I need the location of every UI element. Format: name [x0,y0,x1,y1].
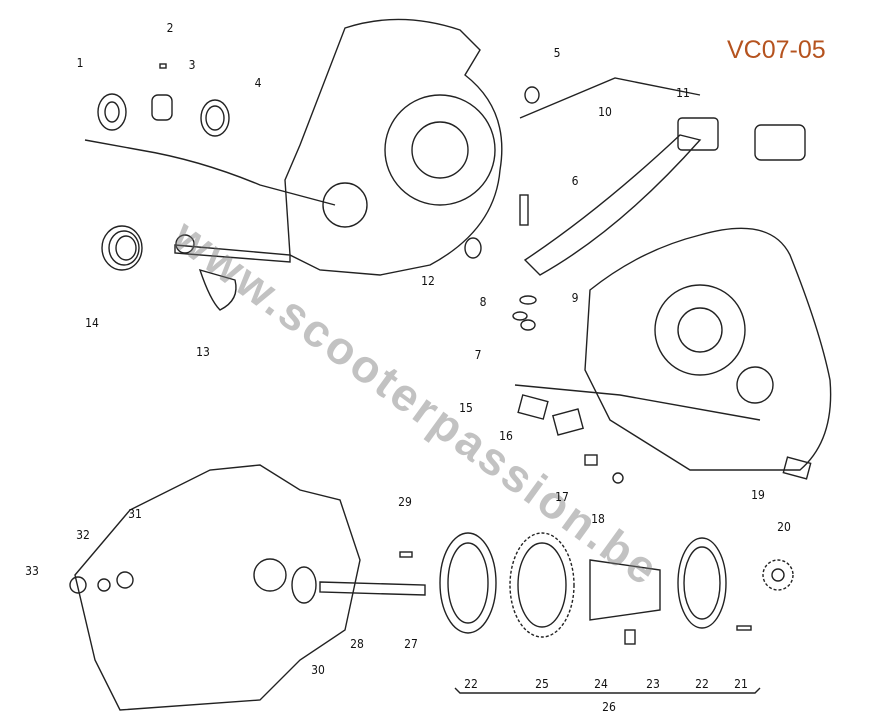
part-label: 29 [398,495,412,509]
part-15 [517,394,549,420]
crankcase-right [584,227,832,471]
part-label: 33 [25,564,39,578]
part-label: 19 [751,488,765,502]
part-label: 17 [555,490,569,504]
needle-bearing-part-3 [151,94,173,121]
gear-cluster-part-24 [589,559,661,621]
part-label: 14 [85,316,99,330]
part-label: 2 [166,21,174,35]
part-16 [551,408,585,436]
plug-part-5 [524,86,540,104]
part-label: 26 [602,700,616,714]
part-label: 30 [311,663,325,677]
part-label: 21 [734,677,748,691]
part-label: 3 [188,58,196,72]
plate-part-22 [439,532,497,634]
kickstart-lever [523,134,702,276]
pin-part-29 [399,551,413,558]
part-label: 12 [421,274,435,288]
part-label: 1 [76,56,84,70]
part-18 [612,472,624,484]
spring-part-14 [101,225,143,271]
group-bracket-26 [454,687,761,694]
part-31 [116,571,134,589]
part-label: 16 [499,429,513,443]
washer-part-8 [519,295,537,305]
nut-part-9 [520,319,536,331]
part-label: 11 [676,86,690,100]
leader-line [84,139,336,206]
part-label: 7 [474,348,482,362]
part-label: 22 [464,677,478,691]
part-label: 27 [404,637,418,651]
pin-part-21 [736,625,752,631]
part-label: 25 [535,677,549,691]
kick-sector-gear-part-13 [198,268,237,311]
spring-part-23 [624,629,636,645]
part-label: 4 [254,76,262,90]
part-label: 5 [553,46,561,60]
pin-part-2 [159,63,167,69]
crankcase-cover-top [284,18,503,276]
part-label: 31 [128,507,142,521]
bolt-part-6 [519,194,529,226]
part-label: 23 [646,677,660,691]
part-label: 13 [196,345,210,359]
gear-part-20 [762,559,794,591]
bearing-part-1 [97,93,127,131]
part-label: 20 [777,520,791,534]
rubber-pedal-part-11 [754,124,806,161]
part-label: 18 [591,512,605,526]
part-32 [97,578,111,592]
part-33 [69,576,87,594]
part-17 [584,454,598,466]
part-label: 15 [459,401,473,415]
washer-part-12 [464,237,482,259]
part-label: 24 [594,677,608,691]
cover-bore [384,94,496,206]
gear-part-25 [509,532,575,638]
crankcase-left [74,464,361,711]
shaft-part-27 [319,581,426,596]
part-label: 10 [598,105,612,119]
diagram-code: VC07-05 [727,36,826,64]
part-label: 8 [479,295,487,309]
bearing-part-28 [291,566,317,604]
plate-part-22b [677,537,727,629]
part-label: 22 [695,677,709,691]
part-label: 9 [571,291,579,305]
part-19 [782,456,812,480]
part-label: 28 [350,637,364,651]
part-label: 32 [76,528,90,542]
kickstart-shaft [174,244,291,263]
seal-part-4 [200,99,230,137]
part-label: 6 [571,174,579,188]
